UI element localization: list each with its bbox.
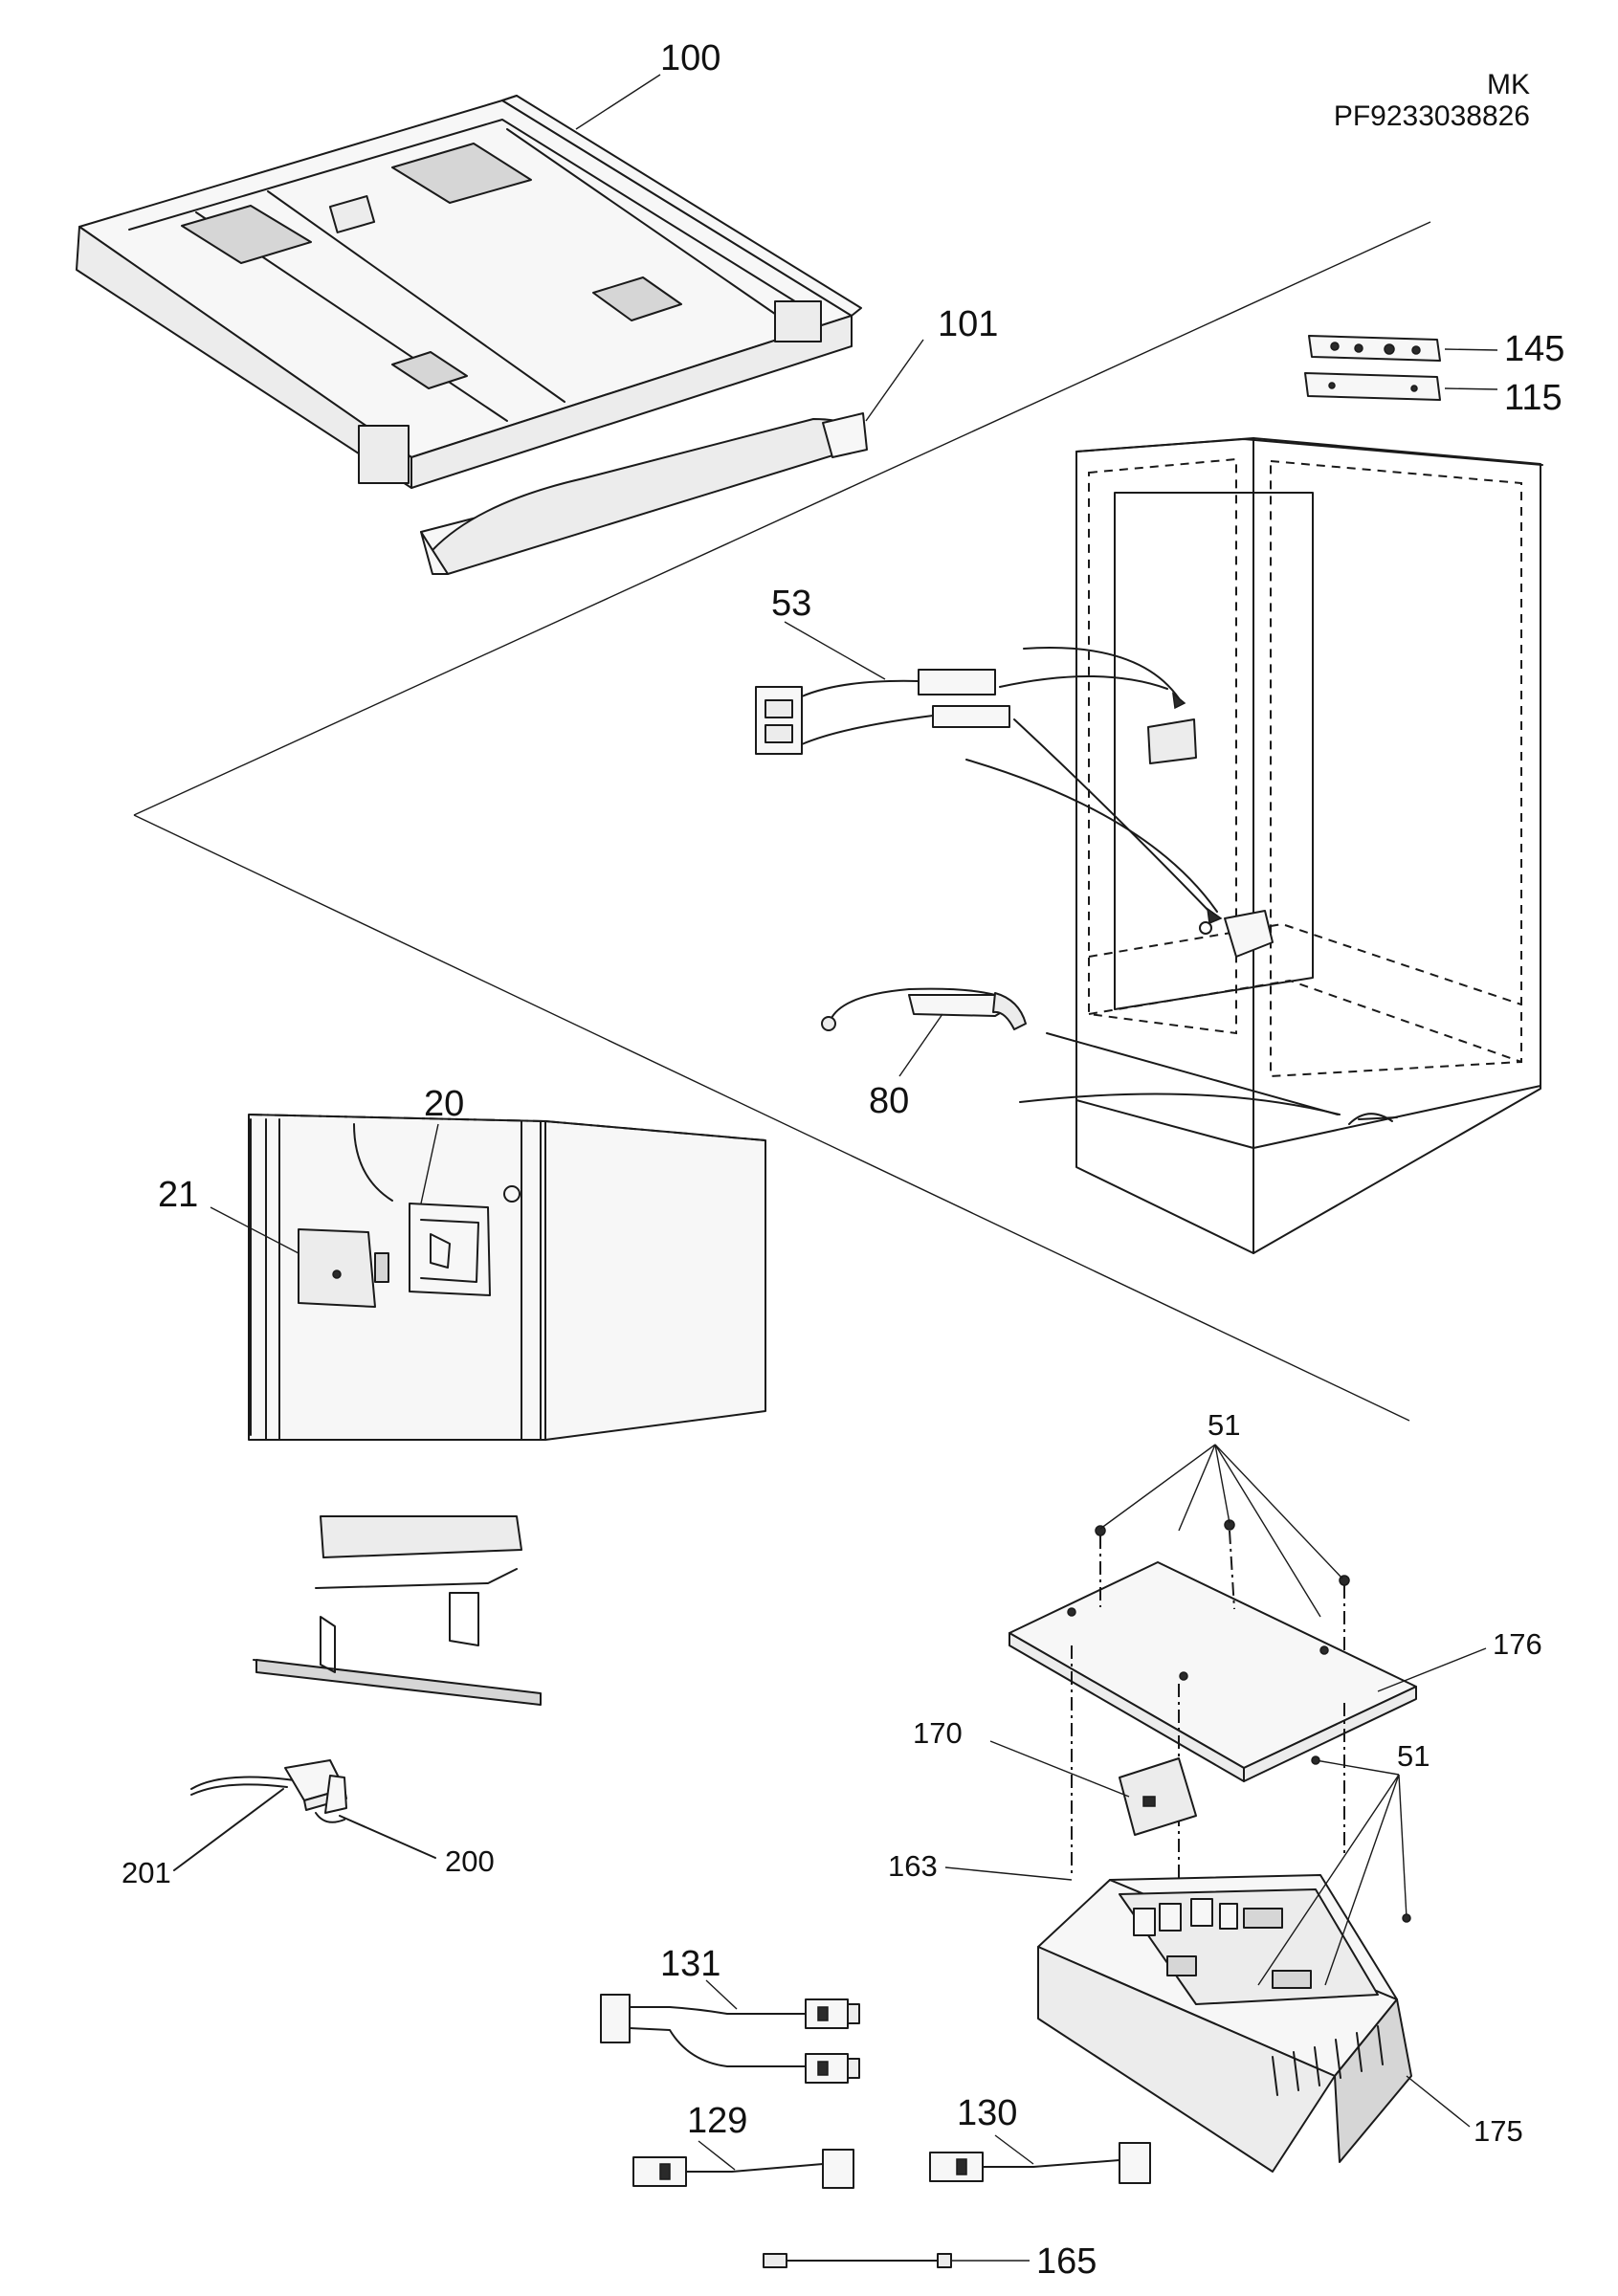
part-101-drawer-handle [420, 412, 868, 575]
control-box-assembly [944, 1444, 1487, 2173]
drawing-reference-header: MK PF9233038826 [1334, 69, 1530, 132]
callout-163: 163 [888, 1849, 938, 1883]
callout-201: 201 [122, 1856, 171, 1889]
callout-200: 200 [445, 1844, 495, 1878]
callout-101: 101 [938, 304, 999, 344]
callout-21: 21 [158, 1175, 199, 1215]
callout-53: 53 [771, 584, 812, 624]
header-line-2: PF9233038826 [1333, 100, 1530, 132]
part-145-115-plates [1304, 335, 1441, 401]
header-line-1: MK [1487, 69, 1530, 100]
cabinet-rear-assembly [248, 1114, 766, 1706]
part-131-wire-harness [600, 1979, 860, 2084]
section-divider-lines [133, 221, 1431, 1422]
callout-176: 176 [1493, 1627, 1542, 1661]
callout-170: 170 [913, 1716, 963, 1750]
callout-115: 115 [1504, 378, 1563, 418]
callout-leader-lines [210, 74, 1498, 1254]
part-129-wire-harness [632, 2140, 854, 2189]
callout-165: 165 [1036, 2241, 1097, 2282]
callout-130: 130 [957, 2093, 1018, 2133]
part-100-crisper-drawer [76, 95, 862, 489]
part-53-sensor-harness [755, 647, 1223, 925]
callout-129: 129 [687, 2101, 748, 2141]
part-80-temperature-sensor [821, 987, 1341, 1115]
refrigerator-cabinet-outline [1075, 437, 1543, 1254]
callout-80: 80 [869, 1081, 910, 1121]
part-200-201-component [173, 1759, 436, 1871]
callout-175: 175 [1474, 2114, 1523, 2148]
callout-131: 131 [660, 1944, 721, 1984]
callout-51-right: 51 [1397, 1739, 1430, 1773]
callout-20: 20 [424, 1084, 465, 1124]
part-130-wire-harness [929, 2134, 1151, 2184]
callout-51-top: 51 [1208, 1408, 1241, 1442]
callout-145: 145 [1504, 329, 1565, 369]
part-165-wire [763, 2253, 1030, 2268]
callout-100: 100 [660, 38, 721, 78]
